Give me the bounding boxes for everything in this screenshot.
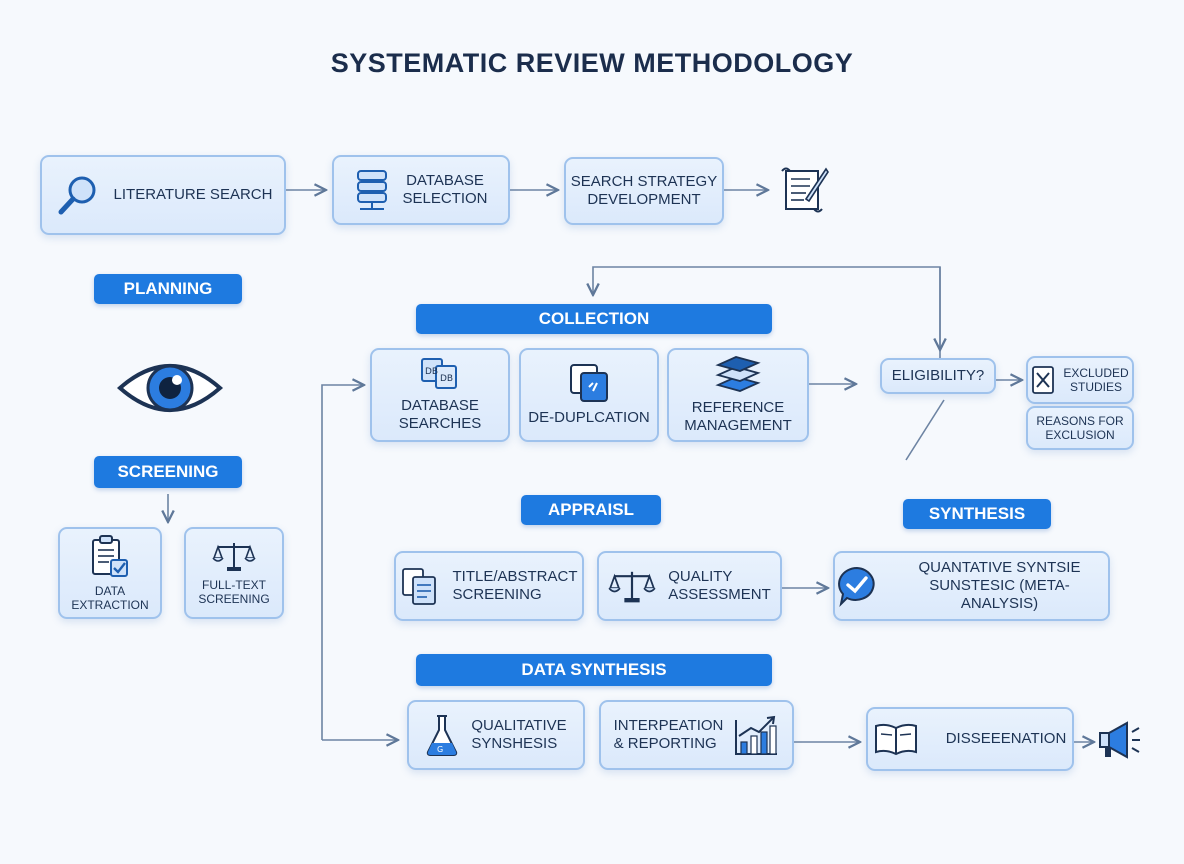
node-eligibility[interactable]: ELIGIBILITY? (880, 358, 996, 394)
db-documents-icon: DB DB (420, 357, 460, 391)
node-title-abstract-screening[interactable]: TITLE/ABSTRACT SCREENING (394, 551, 584, 621)
excluded-document-icon (1031, 365, 1055, 395)
node-label: REFERENCE MANAGEMENT (684, 399, 792, 434)
documents-icon (400, 566, 440, 606)
node-label: ELIGIBILITY? (891, 367, 985, 384)
node-excluded-studies[interactable]: EXCLUDED STUDIES (1026, 356, 1134, 404)
node-fulltext-screening[interactable]: FULL-TEXT SCREENING (184, 527, 284, 619)
node-label: QUALITATIVE SYNSHESIS (471, 717, 567, 752)
duplicate-files-icon (567, 363, 611, 403)
line-eligibility-diagonal (905, 399, 945, 461)
arrow-left-trunk-to-searches (321, 385, 364, 740)
section-tag-synthesis: SYNTHESIS (903, 499, 1051, 529)
node-label: QUALITY ASSESSMENT (668, 568, 771, 603)
node-label: SEARCH STRATEGY DEVELOPMENT (570, 173, 718, 208)
node-search-strategy[interactable]: SEARCH STRATEGY DEVELOPMENT (564, 157, 724, 225)
node-reference-management[interactable]: REFERENCE MANAGEMENT (667, 348, 809, 442)
node-label: QUANTATIVE SYNTSIE SUNSTESIC (META-ANALY… (918, 559, 1081, 612)
bar-chart-icon (733, 714, 779, 756)
open-book-icon (874, 722, 918, 756)
section-tag-collection: COLLECTION (416, 304, 772, 334)
node-quality-assessment[interactable]: QUALITY ASSESSMENT (597, 551, 782, 621)
database-server-icon (354, 168, 390, 212)
eye-icon (116, 356, 224, 420)
node-label: DATABASE SELECTION (402, 172, 488, 207)
node-database-selection[interactable]: DATABASE SELECTION (332, 155, 510, 225)
node-dissemination[interactable]: DISSEEENATION (866, 707, 1074, 771)
db-glyph: DB (425, 367, 438, 377)
node-quantitative-synthesis[interactable]: QUANTATIVE SYNTSIE SUNSTESIC (META-ANALY… (833, 551, 1110, 621)
node-data-extraction[interactable]: DATA EXTRACTION (58, 527, 162, 619)
section-tag-data-synthesis: DATA SYNTHESIS (416, 654, 772, 686)
section-tag-appraisal: APPRAISL (521, 495, 661, 525)
node-label: DATA EXTRACTION (71, 583, 149, 612)
node-qualitative-synthesis[interactable]: G QUALITATIVE SYNSHESIS (407, 700, 585, 770)
flask-glyph: G (437, 745, 443, 754)
clipboard-check-icon (89, 534, 131, 578)
flask-icon: G (425, 713, 459, 757)
diagram-title: SYSTEMATIC REVIEW METHODOLOGY (330, 48, 854, 78)
node-label: EXCLUDED STUDIES (1063, 365, 1129, 394)
scroll-quill-icon (776, 163, 832, 215)
section-tag-screening: SCREENING (94, 456, 242, 488)
book-stack-icon (714, 355, 762, 393)
node-label: DATABASE SEARCHES (398, 397, 482, 432)
node-label: INTERPEATION & REPORTING (613, 717, 724, 752)
node-label: LITERATURE SEARCH (113, 186, 273, 203)
scales-icon (608, 567, 656, 605)
scales-icon (212, 540, 256, 572)
node-label: FULL-TEXT SCREENING (198, 577, 270, 606)
node-interpretation-reporting[interactable]: INTERPEATION & REPORTING (599, 700, 794, 770)
magnifier-icon (54, 171, 102, 219)
node-reasons-for-exclusion[interactable]: REASONS FOR EXCLUSION (1026, 406, 1134, 450)
node-label: DISSEEENATION (945, 730, 1067, 747)
chat-check-icon (835, 564, 879, 608)
node-deduplication[interactable]: DE-DUPLCATION (519, 348, 659, 442)
db-glyph: DB (440, 374, 453, 384)
node-literature-search[interactable]: LITERATURE SEARCH (40, 155, 286, 235)
section-tag-planning: PLANNING (94, 274, 242, 304)
node-database-searches[interactable]: DB DB DATABASE SEARCHES (370, 348, 510, 442)
megaphone-icon (1097, 718, 1143, 762)
node-label: TITLE/ABSTRACT SCREENING (452, 568, 578, 603)
node-label: DE-DUPLCATION (528, 409, 650, 426)
node-label: REASONS FOR EXCLUSION (1036, 413, 1124, 442)
